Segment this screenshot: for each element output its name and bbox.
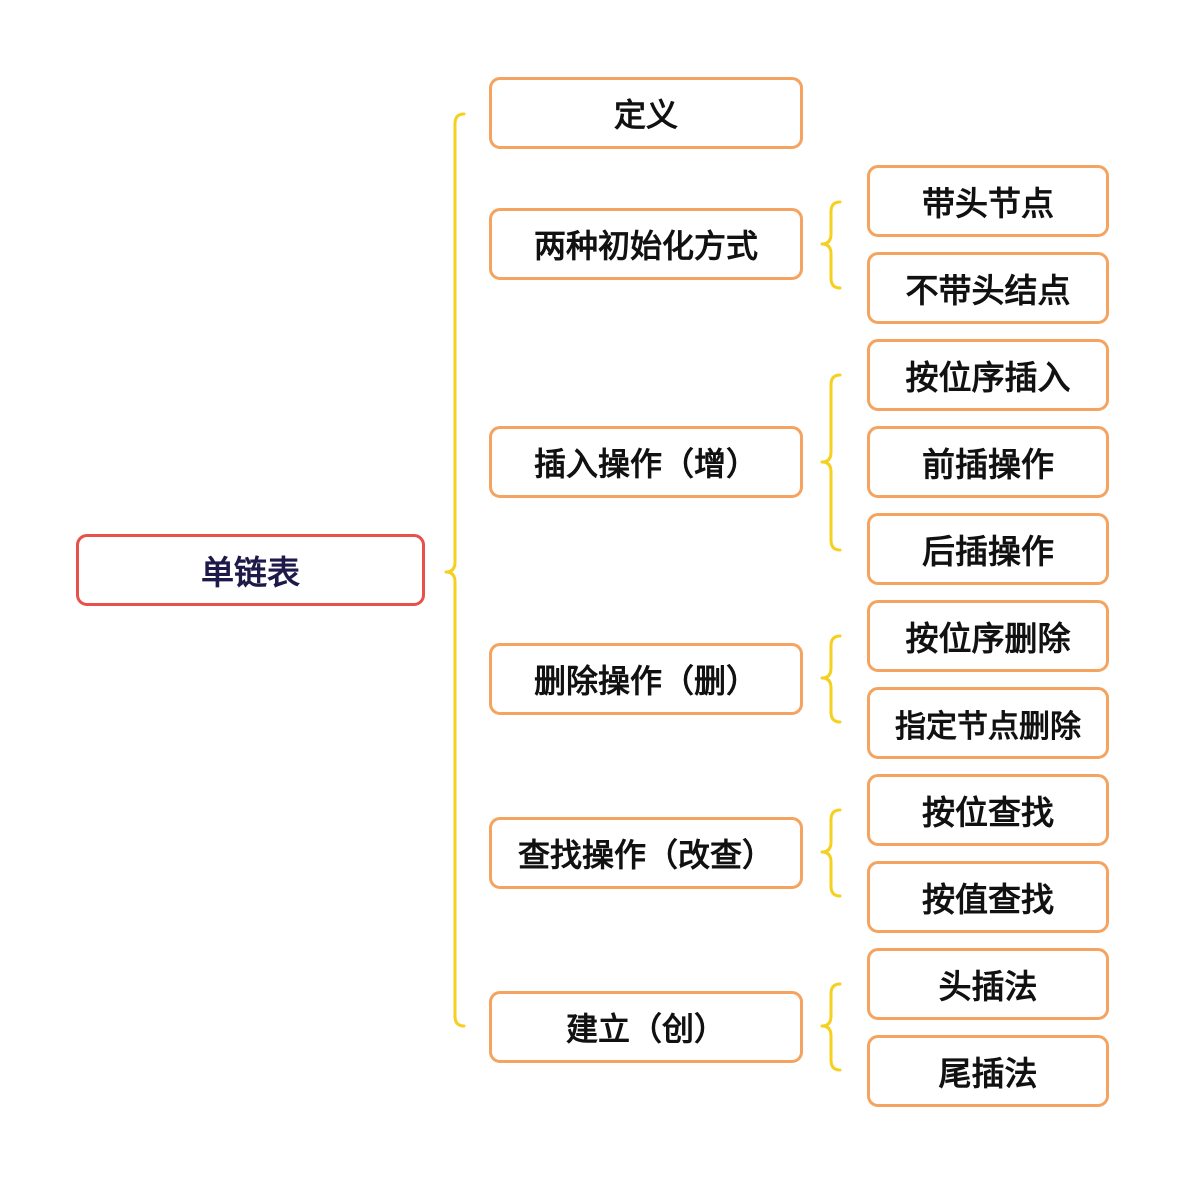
- node-insert-ops[interactable]: 插入操作（增）: [489, 426, 803, 498]
- node-head-insert[interactable]: 头插法: [867, 948, 1109, 1020]
- node-find-by-position[interactable]: 按位查找: [867, 774, 1109, 846]
- node-with-head[interactable]: 带头节点: [867, 165, 1109, 237]
- delete-brace: [820, 634, 842, 724]
- root-node[interactable]: 单链表: [76, 534, 425, 606]
- insert-brace: [820, 373, 842, 552]
- node-find-by-value[interactable]: 按值查找: [867, 861, 1109, 933]
- node-delete-given-node[interactable]: 指定节点删除: [867, 687, 1109, 759]
- node-without-head[interactable]: 不带头结点: [867, 252, 1109, 324]
- init-brace: [820, 200, 842, 290]
- node-tail-insert[interactable]: 尾插法: [867, 1035, 1109, 1107]
- root-brace: [444, 112, 466, 1028]
- node-delete-by-position[interactable]: 按位序删除: [867, 600, 1109, 672]
- node-delete-ops[interactable]: 删除操作（删）: [489, 643, 803, 715]
- node-insert-after[interactable]: 后插操作: [867, 513, 1109, 585]
- node-definition[interactable]: 定义: [489, 77, 803, 149]
- node-insert-before[interactable]: 前插操作: [867, 426, 1109, 498]
- build-brace: [820, 982, 842, 1072]
- node-init-methods[interactable]: 两种初始化方式: [489, 208, 803, 280]
- search-brace: [820, 808, 842, 898]
- node-insert-by-position[interactable]: 按位序插入: [867, 339, 1109, 411]
- node-search-ops[interactable]: 查找操作（改查）: [489, 817, 803, 889]
- node-build[interactable]: 建立（创）: [489, 991, 803, 1063]
